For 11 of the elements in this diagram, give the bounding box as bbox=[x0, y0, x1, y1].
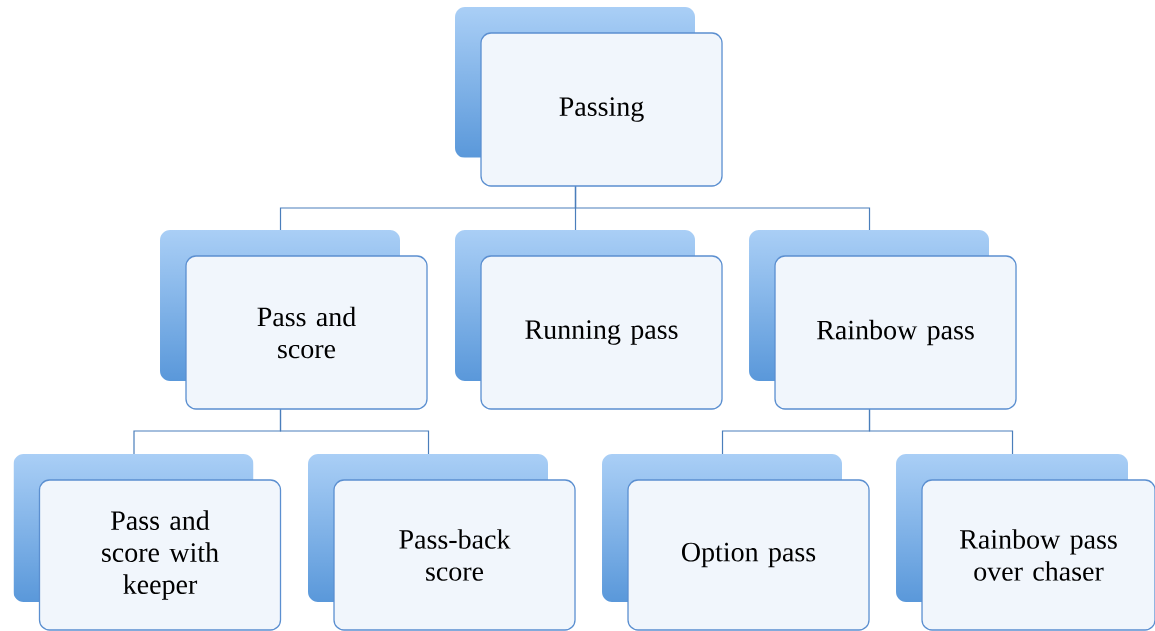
connector-line bbox=[279, 408, 430, 455]
connector-line bbox=[868, 408, 1014, 455]
stacked-box: Passing bbox=[480, 32, 723, 187]
stacked-box: Rainbow pass over chaser bbox=[921, 479, 1155, 631]
stacked-box: Pass and score with keeper bbox=[38, 479, 282, 631]
connector-line bbox=[574, 185, 871, 231]
stacked-box: Option pass bbox=[627, 479, 870, 631]
stacked-box: Running pass bbox=[480, 255, 723, 410]
stacked-box: Pass-back score bbox=[333, 479, 576, 631]
stacked-box: Pass and score bbox=[185, 255, 428, 410]
stacked-box: Rainbow pass bbox=[774, 255, 1017, 410]
